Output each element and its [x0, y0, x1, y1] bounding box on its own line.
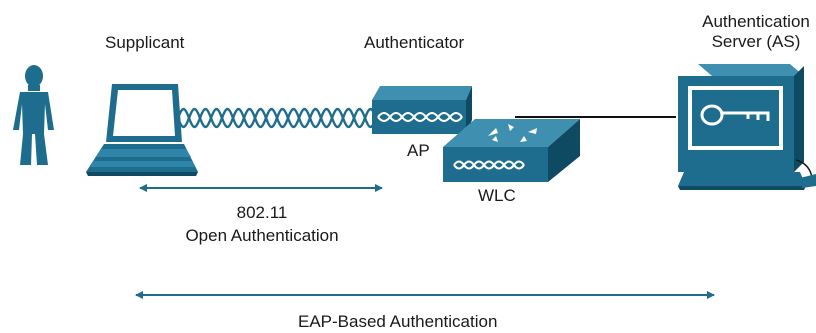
open-authentication-label: 802.11 Open Authentication [152, 203, 372, 246]
eap-authentication-label: EAP-Based Authentication [298, 312, 498, 331]
open-authentication-label-line1: 802.11 [236, 203, 288, 222]
wlc-label: WLC [478, 186, 516, 205]
open-authentication-label-line2: Open Authentication [185, 226, 339, 245]
access-point-icon [372, 86, 472, 134]
key-icon [700, 104, 770, 126]
authentication-server-label-line2: Server (AS) [711, 32, 801, 51]
authenticator-label: Authenticator [364, 33, 465, 52]
laptop-icon [86, 84, 198, 176]
wireless-signal-icon [176, 107, 376, 129]
wlc-icon [443, 119, 580, 182]
person-icon [13, 65, 54, 165]
server-icon [678, 64, 816, 190]
authentication-server-label-line1: Authentication [702, 12, 810, 31]
ap-label: AP [407, 141, 430, 160]
supplicant-label: Supplicant [105, 33, 185, 52]
authentication-server-label: Authentication Server (AS) [676, 12, 816, 52]
